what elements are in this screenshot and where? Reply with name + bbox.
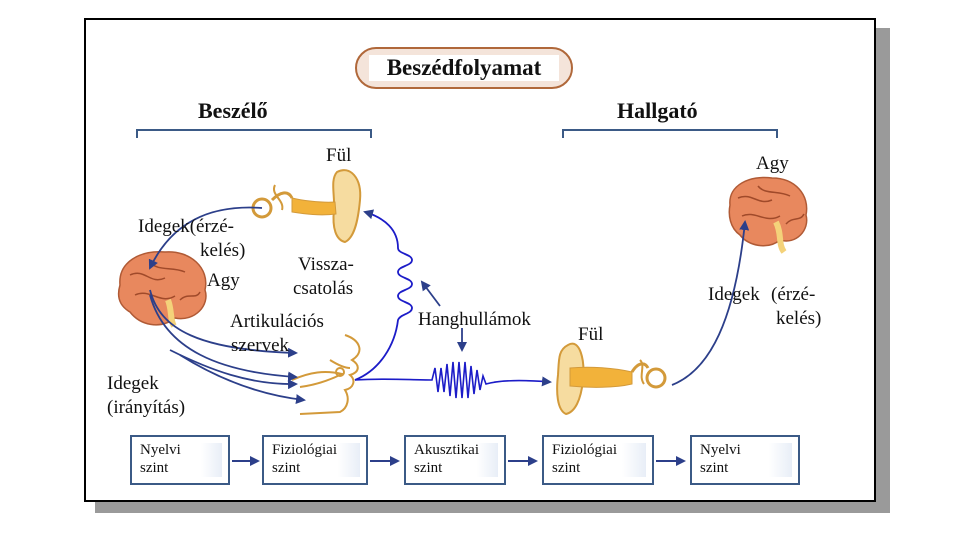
level-box-line2: szint — [140, 460, 169, 476]
label-hanghullamok: Hanghullámok — [418, 309, 531, 330]
nerve-arrow-1 — [149, 289, 298, 358]
ear-top-icon — [251, 169, 362, 244]
title-box: Beszédfolyamat — [355, 47, 573, 89]
level-box-line1: Nyelvi — [140, 442, 181, 458]
speaker-bracket — [136, 129, 372, 138]
level-box-line2: szint — [552, 460, 581, 476]
ear-right-icon — [556, 342, 667, 416]
listener-bracket — [562, 129, 778, 138]
label-idegek-erzekeles-2: kelés) — [200, 240, 246, 261]
level-box-akusztikai: Akusztikai szint — [404, 435, 506, 485]
sound-wave — [354, 361, 552, 399]
nerve-arrow-2 — [149, 294, 298, 382]
articulation-organs-icon — [291, 334, 361, 415]
label-artik-1: Artikulációs — [230, 311, 324, 332]
sensory-nerve-arrow-right — [671, 220, 750, 386]
speaker-heading: Beszélő — [198, 98, 268, 123]
level-box-line1: Fiziológiai — [552, 442, 617, 458]
level-box-fiziologiai-right: Fiziológiai szint — [542, 435, 654, 485]
label-agy-left: Agy — [207, 270, 240, 291]
label-artik-2: szervek — [231, 335, 290, 356]
listener-heading: Hallgató — [617, 98, 698, 123]
level-box-line1: Nyelvi — [700, 442, 741, 458]
label-idegek-iranyitas-2: (irányítás) — [107, 397, 186, 418]
label-ful-right: Fül — [578, 324, 604, 345]
label-agy-right: Agy — [756, 153, 789, 174]
level-box-fiziologiai-left: Fiziológiai szint — [262, 435, 368, 485]
level-box-line1: Fiziológiai — [272, 442, 337, 458]
label-ful-top: Fül — [326, 145, 352, 166]
label-idegek-right-3: kelés) — [776, 308, 822, 329]
feedback-wave — [354, 209, 413, 381]
brain-right-icon — [728, 176, 808, 254]
label-idegek-erzekeles-1: Idegek(érzé- — [138, 216, 234, 237]
level-box-line1: Akusztikai — [414, 442, 479, 458]
label-idegek-right-1: Idegek — [708, 284, 760, 305]
label-idegek-iranyitas-1: Idegek — [107, 373, 159, 394]
slide-frame — [84, 18, 876, 502]
sensory-nerve-arrow-left — [148, 206, 263, 270]
level-box-line2: szint — [414, 460, 443, 476]
label-vissza-2: csatolás — [293, 278, 354, 299]
label-vissza-1: Vissza- — [298, 254, 354, 275]
level-box-nyelvi-right: Nyelvi szint — [690, 435, 800, 485]
label-idegek-right-2: (érzé- — [771, 284, 816, 305]
hanghullamok-pointer-left — [420, 280, 441, 307]
nerve-arrow-4 — [179, 354, 306, 405]
level-box-nyelvi-left: Nyelvi szint — [130, 435, 230, 485]
page-title: Beszédfolyamat — [369, 55, 559, 81]
level-box-line2: szint — [272, 460, 301, 476]
level-box-line2: szint — [700, 460, 729, 476]
